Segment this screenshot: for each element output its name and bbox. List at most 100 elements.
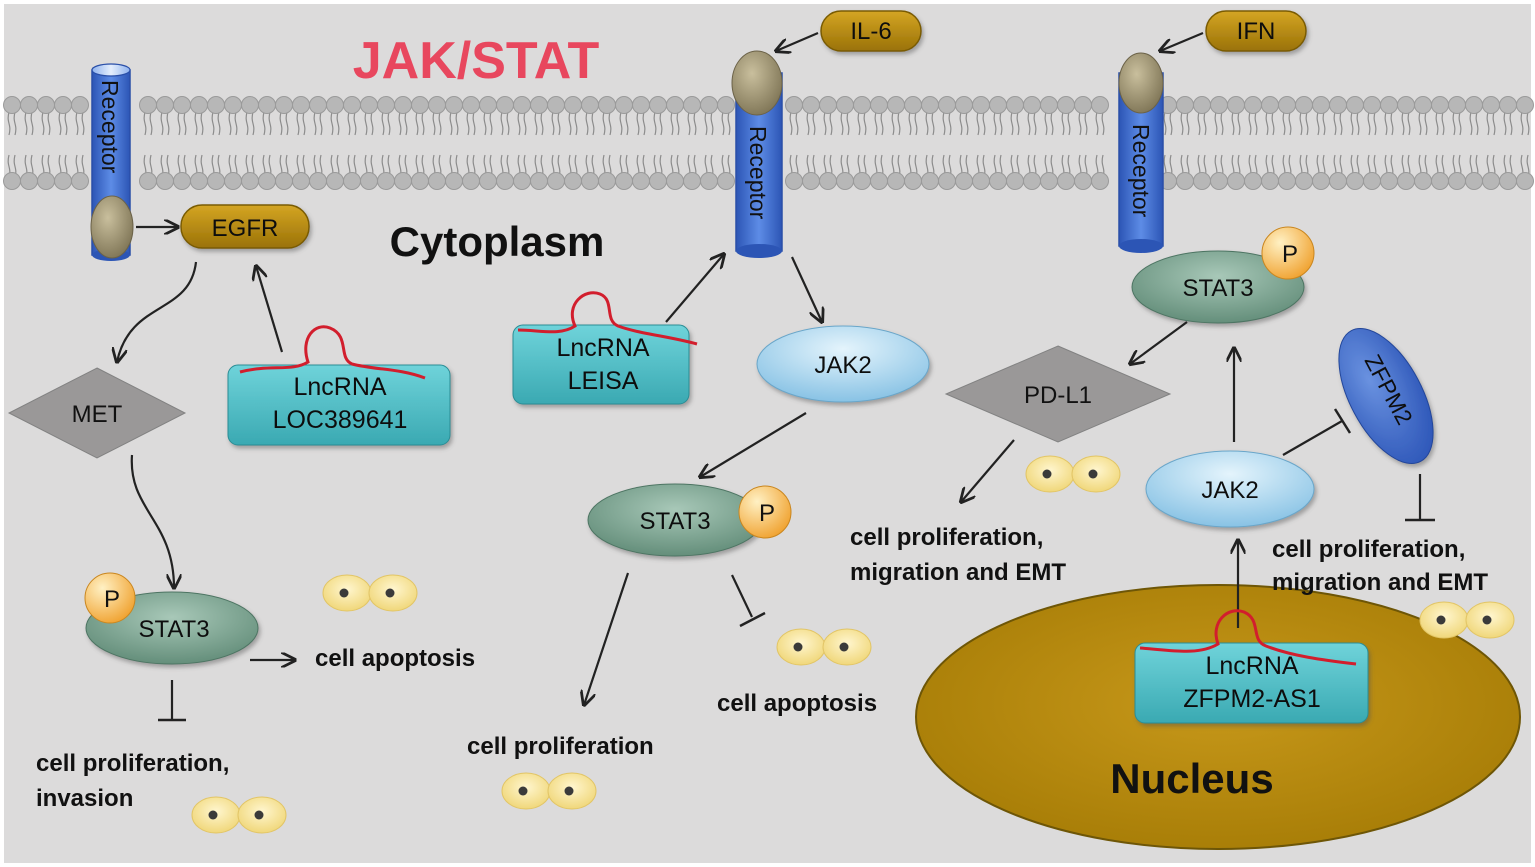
- ifn-ligand: IFN: [1205, 10, 1307, 52]
- lipid-head: [1465, 96, 1483, 114]
- lncrna-zfpm2as1-line1: LncRNA: [1205, 652, 1298, 680]
- lipid-tail: [585, 111, 595, 136]
- lipid-head: [343, 96, 361, 114]
- rna-strand-loc: [239, 325, 426, 380]
- lipid-head: [377, 96, 395, 114]
- lipid-head: [1278, 96, 1296, 114]
- lipid-head: [479, 172, 497, 190]
- lipid-tail: [1503, 111, 1513, 136]
- lipid-tail: [1435, 111, 1445, 136]
- lipid-tail: [1265, 111, 1275, 136]
- receptor-middle: Receptor: [731, 50, 783, 258]
- lipid-tail: [347, 111, 357, 136]
- lipid-tail: [143, 111, 153, 136]
- lipid-head: [683, 96, 701, 114]
- lipid-head: [207, 172, 225, 190]
- lipid-head: [1499, 96, 1517, 114]
- lipid-tail: [313, 111, 323, 136]
- lipid-head: [1091, 172, 1109, 190]
- lipid-head: [1312, 96, 1330, 114]
- lipid-head: [836, 96, 854, 114]
- lipid-head: [1380, 96, 1398, 114]
- pdl1-outcome-line1: cell proliferation,: [850, 524, 1043, 551]
- lipid-head: [54, 96, 72, 114]
- lipid-head: [3, 172, 21, 190]
- lipid-tail: [1486, 111, 1496, 136]
- lipid-head: [496, 172, 514, 190]
- lipid-head: [71, 96, 89, 114]
- lipid-head: [972, 96, 990, 114]
- zfpm2-outcome-line1: cell proliferation,: [1272, 536, 1465, 563]
- lipid-tail: [1350, 111, 1360, 136]
- lipid-tail: [1044, 111, 1054, 136]
- lipid-head: [258, 172, 276, 190]
- lipid-head: [241, 96, 259, 114]
- lipid-tail: [1384, 111, 1394, 136]
- receptor-right-knob: [1118, 52, 1164, 114]
- pdl1-node: PD-L1: [944, 345, 1172, 443]
- lipid-tail: [483, 111, 493, 136]
- receptor-left-label: Receptor: [97, 80, 123, 174]
- lipid-head: [819, 172, 837, 190]
- lipid-tail: [364, 111, 374, 136]
- lipid-head: [547, 96, 565, 114]
- lipid-head: [938, 96, 956, 114]
- lipid-tail: [1078, 111, 1088, 136]
- lipid-head: [1312, 172, 1330, 190]
- lncrna-loc-line2: LOC389641: [273, 406, 408, 434]
- lipid-tail: [517, 111, 527, 136]
- lipid-tail: [1401, 111, 1411, 136]
- lipid-tail: [58, 111, 68, 136]
- lipid-head: [258, 96, 276, 114]
- stat3-middle-label: STAT3: [639, 508, 710, 535]
- lipid-tail: [959, 111, 969, 136]
- lncrna-zfpm2-as1: LncRNA ZFPM2-AS1: [1134, 642, 1369, 724]
- lipid-head: [870, 172, 888, 190]
- lipid-head: [1074, 172, 1092, 190]
- lipid-head: [326, 172, 344, 190]
- il6-ligand: IL-6: [820, 10, 922, 52]
- lipid-head: [1516, 172, 1534, 190]
- lipid-head: [1261, 172, 1279, 190]
- lncrna-leisa-line2: LEISA: [568, 367, 639, 395]
- lipid-head: [904, 172, 922, 190]
- zfpm2-outcome-line2: migration and EMT: [1272, 569, 1488, 596]
- lipid-head: [20, 96, 38, 114]
- cell-pair-icon: [191, 796, 287, 834]
- lipid-tail: [1027, 111, 1037, 136]
- lipid-head: [870, 96, 888, 114]
- lipid-head: [1516, 96, 1534, 114]
- lipid-tail: [177, 111, 187, 136]
- lipid-tail: [789, 111, 799, 136]
- lipid-head: [156, 96, 174, 114]
- left-prolif-line2: invasion: [36, 785, 133, 812]
- lipid-head: [649, 96, 667, 114]
- lipid-head: [802, 172, 820, 190]
- lipid-head: [700, 96, 718, 114]
- lipid-head: [71, 172, 89, 190]
- lipid-head: [54, 172, 72, 190]
- lipid-tail: [1231, 111, 1241, 136]
- egfr-node: EGFR: [180, 204, 310, 249]
- lipid-head: [955, 172, 973, 190]
- cell-pair-icon: [776, 628, 872, 666]
- lipid-head: [581, 96, 599, 114]
- lipid-head: [1210, 96, 1228, 114]
- lipid-head: [972, 172, 990, 190]
- lipid-head: [1261, 96, 1279, 114]
- lipid-tail: [1316, 111, 1326, 136]
- lipid-head: [717, 172, 735, 190]
- lipid-tail: [721, 111, 731, 136]
- lipid-head: [581, 172, 599, 190]
- nucleus-label: Nucleus: [1110, 755, 1273, 802]
- cytoplasm-label: Cytoplasm: [390, 218, 605, 265]
- lipid-head: [156, 172, 174, 190]
- lipid-head: [1176, 172, 1194, 190]
- lipid-head: [1278, 172, 1296, 190]
- zfpm2-node: ZFPM2: [1338, 328, 1434, 464]
- lipid-head: [190, 172, 208, 190]
- lipid-head: [1057, 96, 1075, 114]
- lipid-tail: [7, 111, 17, 136]
- lipid-tail: [1367, 111, 1377, 136]
